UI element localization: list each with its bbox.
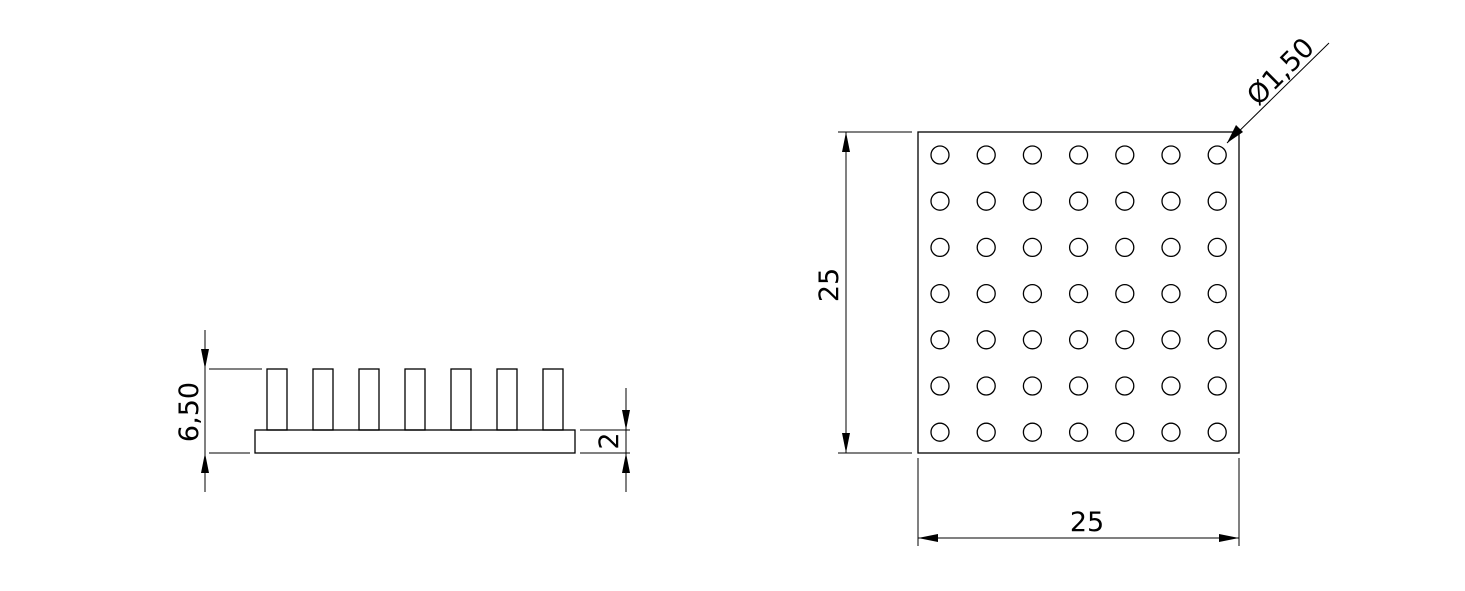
pin-hole (976, 330, 996, 350)
pin-hole (976, 237, 996, 258)
pin-hole-grid (930, 145, 1227, 442)
pin-hole (1161, 330, 1181, 350)
pin-hole (1022, 330, 1043, 350)
pin-diameter-dimension: Ø1,50 (1226, 32, 1330, 144)
pin-hole (930, 376, 950, 396)
side-view: 6,50 2 (174, 330, 630, 492)
side-pin (312, 368, 334, 431)
side-pin (542, 368, 564, 431)
pin-hole (1115, 422, 1135, 442)
pin-hole (1161, 191, 1181, 211)
side-pin (404, 368, 426, 431)
plate-width-dimension: 25 (917, 458, 1240, 546)
heatsink-pins (266, 368, 564, 431)
pin-hole (1115, 237, 1135, 258)
base-thickness-label: 2 (594, 432, 625, 449)
pin-height-dimension: 6,50 (174, 330, 262, 492)
pin-hole (1022, 237, 1043, 258)
pin-hole (1068, 283, 1089, 304)
pin-hole (930, 191, 950, 211)
base-thickness-dimension: 2 (580, 388, 630, 492)
side-pin (358, 368, 380, 431)
pin-hole (1161, 237, 1181, 258)
pin-hole (1068, 422, 1089, 442)
pin-hole (1161, 422, 1181, 442)
pin-hole (976, 283, 996, 304)
pin-hole (930, 283, 950, 304)
pin-hole (1207, 283, 1227, 304)
heatsink-plate (917, 131, 1240, 454)
pin-hole (1115, 191, 1135, 211)
pin-hole (1068, 191, 1089, 211)
pin-hole (930, 237, 950, 258)
pin-hole (1161, 376, 1181, 396)
pin-hole (930, 422, 950, 442)
pin-hole (1068, 145, 1089, 165)
pin-hole (976, 145, 996, 165)
plate-height-label: 25 (814, 268, 845, 302)
pin-hole (976, 422, 996, 442)
pin-hole (1022, 376, 1043, 396)
pin-hole (1115, 145, 1135, 165)
pin-height-label: 6,50 (174, 382, 205, 442)
pin-hole (1022, 145, 1043, 165)
pin-hole (1207, 376, 1227, 396)
pin-hole (1022, 283, 1043, 304)
plate-width-label: 25 (1070, 507, 1104, 538)
pin-hole (1068, 376, 1089, 396)
pin-hole (976, 376, 996, 396)
pin-hole (930, 145, 950, 165)
pin-hole (1115, 330, 1135, 350)
pin-diameter-label: Ø1,50 (1241, 32, 1320, 111)
side-pin (266, 368, 288, 431)
pin-hole (1161, 283, 1181, 304)
pin-hole (1068, 237, 1089, 258)
pin-hole (1207, 237, 1227, 258)
pin-hole (1022, 422, 1043, 442)
pin-hole (1207, 330, 1227, 350)
side-pin (450, 368, 472, 431)
heatsink-base (254, 429, 576, 454)
pin-hole (1115, 283, 1135, 304)
pin-hole (1161, 145, 1181, 165)
pin-hole (976, 191, 996, 211)
pin-hole (1022, 191, 1043, 211)
top-view: 25 25 Ø1,50 (814, 32, 1330, 546)
pin-hole (930, 330, 950, 350)
plate-height-dimension: 25 (814, 131, 912, 454)
pin-hole (1207, 191, 1227, 211)
pin-hole (1207, 422, 1227, 442)
pin-hole (1068, 330, 1089, 350)
pin-hole (1207, 145, 1227, 165)
side-pin (496, 368, 518, 431)
pin-hole (1115, 376, 1135, 396)
